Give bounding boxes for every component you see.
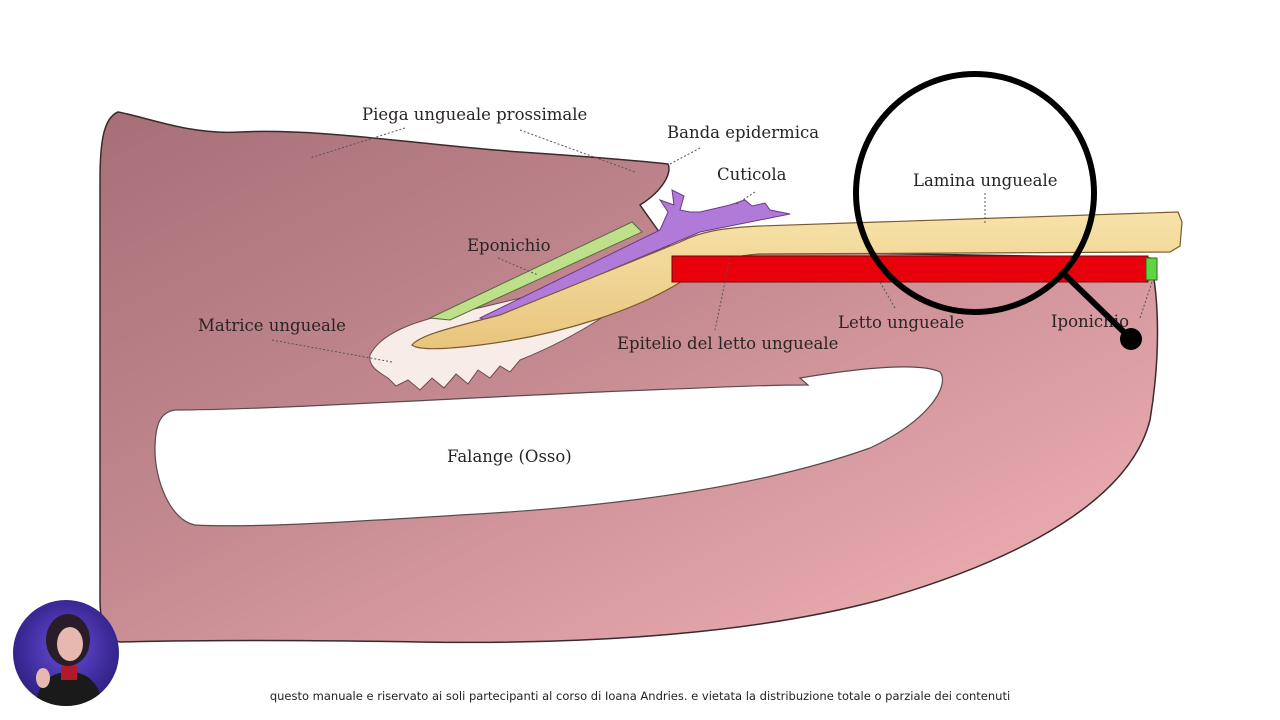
label-proximal-fold: Piega ungueale prossimale <box>362 105 587 124</box>
eponychium-shape <box>428 221 643 321</box>
phalanx-bone-shape <box>154 366 944 527</box>
hyponychium-shape <box>1145 257 1158 281</box>
label-epidermal-band: Banda epidermica <box>667 123 819 142</box>
label-cuticle: Cuticola <box>717 165 787 184</box>
leader-lines <box>271 127 1153 363</box>
label-eponychium: Eponichio <box>467 236 551 255</box>
presenter-silhouette-icon <box>35 614 103 706</box>
finger-skin-shape <box>99 111 1159 644</box>
label-nail-bed-epithelium: Epitelio del letto ungueale <box>617 334 838 353</box>
cuticle-shape <box>478 189 791 323</box>
label-phalanx: Falange (Osso) <box>447 447 572 466</box>
label-nail-bed: Letto ungueale <box>838 313 964 332</box>
magnifying-glass-icon <box>853 71 1142 350</box>
label-nail-plate: Lamina ungueale <box>913 171 1058 190</box>
label-nail-matrix: Matrice ungueale <box>198 316 346 335</box>
presenter-webcam-avatar <box>13 600 119 706</box>
footer-copyright-notice: questo manuale e riservato ai soli parte… <box>269 689 1011 703</box>
